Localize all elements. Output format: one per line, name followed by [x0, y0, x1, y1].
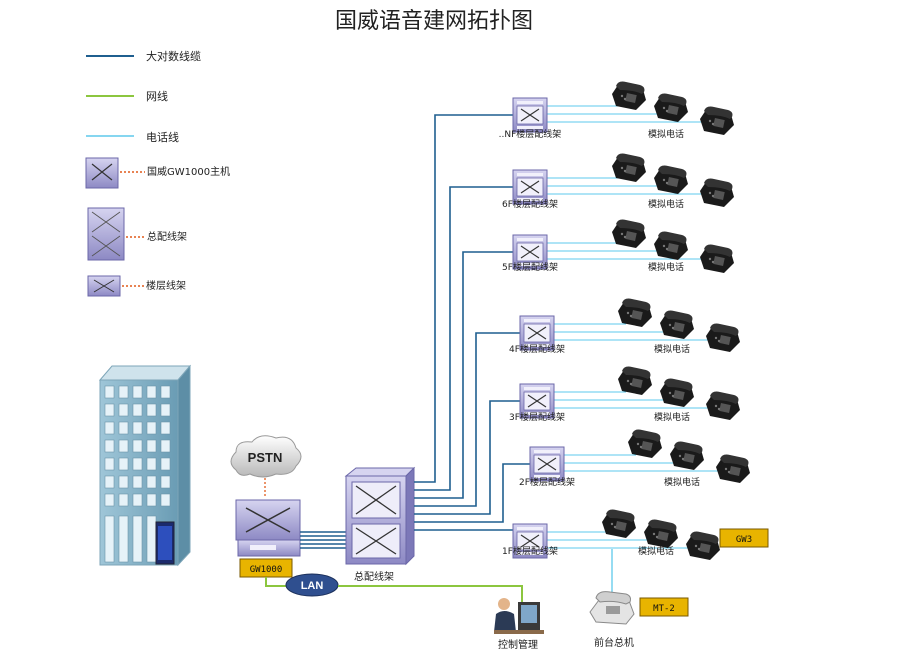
analog-phone-icon[interactable] — [700, 178, 734, 208]
floor-row: ..NF楼层配线架 模拟电话 — [499, 81, 734, 140]
floor-frame-label: 5F楼层配线架 — [502, 261, 558, 273]
phone-label: 模拟电话 — [638, 545, 674, 557]
analog-phone-icon[interactable] — [612, 219, 646, 249]
legend-floor-frame-label: 楼层线架 — [146, 279, 186, 292]
analog-phone-icon[interactable] — [612, 81, 646, 111]
main-distribution-frame[interactable] — [344, 466, 416, 566]
mt2-tag-label: MT-2 — [653, 604, 675, 614]
floor-row: 4F楼层配线架 模拟电话 — [509, 298, 740, 355]
analog-phone-icon[interactable] — [706, 323, 740, 353]
floor-frame-icon[interactable] — [529, 446, 565, 482]
mt2-tag: MT-2 — [639, 597, 689, 617]
floor-row: 3F楼层配线架 模拟电话 — [509, 366, 740, 423]
trunk-cable — [414, 186, 513, 491]
pstn-cloud: PSTN — [230, 435, 302, 478]
floor-frame-label: 1F楼层配线架 — [502, 545, 558, 557]
analog-phone-icon[interactable] — [706, 391, 740, 421]
trunk-cable — [414, 251, 513, 499]
legend: 大对数线缆 网线 电话线 国威GW1000主机 总配线架 楼层线架 — [85, 49, 230, 297]
phone-label: 模拟电话 — [664, 476, 700, 488]
analog-phone-icon[interactable] — [716, 454, 750, 484]
legend-phone-label: 电话线 — [146, 130, 179, 144]
analog-phone-icon[interactable] — [686, 531, 720, 561]
floor-frame-label: ..NF楼层配线架 — [499, 128, 562, 140]
phone-label: 模拟电话 — [648, 261, 684, 273]
analog-phone-icon[interactable] — [660, 310, 694, 340]
legend-trunk-label: 大对数线缆 — [146, 49, 201, 63]
legend-host-icon — [85, 157, 119, 189]
trunk-cable — [414, 463, 530, 523]
admin-label: 控制管理 — [498, 638, 538, 651]
floor-frame-label: 2F楼层配线架 — [519, 476, 575, 488]
analog-phone-icon[interactable] — [618, 366, 652, 396]
floor-row: 5F楼层配线架 模拟电话 — [502, 219, 734, 274]
phone-label: 模拟电话 — [654, 343, 690, 355]
trunk-cables — [414, 114, 530, 542]
analog-phone-icon[interactable] — [628, 429, 662, 459]
gw3-tag-label: GW3 — [736, 535, 752, 545]
phone-label: 模拟电话 — [654, 411, 690, 423]
floor-rows: ..NF楼层配线架模拟电话6F楼层配线架模拟电话5F楼层配线架模拟电话4F楼层配… — [499, 81, 750, 561]
floor-frame-label: 3F楼层配线架 — [509, 411, 565, 423]
floor-frame-label: 6F楼层配线架 — [502, 198, 558, 210]
analog-phone-icon[interactable] — [700, 244, 734, 274]
gw1000-tag-label: GW1000 — [250, 565, 283, 575]
trunk-cable — [414, 529, 517, 542]
analog-phone-icon[interactable] — [654, 165, 688, 195]
analog-phone-icon[interactable] — [618, 298, 652, 328]
phone-label: 模拟电话 — [648, 128, 684, 140]
analog-phone-icon[interactable] — [670, 441, 704, 471]
trunk-cable — [414, 114, 513, 483]
analog-phone-icon[interactable] — [654, 93, 688, 123]
floor-frame-icon[interactable] — [512, 97, 548, 133]
floor-frame-icon[interactable] — [512, 169, 548, 205]
host-to-frame-cables — [300, 531, 346, 549]
analog-phone-icon[interactable] — [602, 509, 636, 539]
trunk-cable — [414, 332, 520, 507]
lan-label: LAN — [301, 580, 324, 592]
floor-frame-label: 4F楼层配线架 — [509, 343, 565, 355]
gw1000-tag: GW1000 — [239, 558, 293, 578]
admin-workstation-icon[interactable] — [494, 598, 544, 634]
console-label: 前台总机 — [594, 636, 634, 649]
floor-row: 6F楼层配线架 模拟电话 — [502, 153, 734, 210]
trunk-cable — [414, 400, 520, 515]
gw1000-host[interactable] — [235, 499, 301, 557]
pstn-label: PSTN — [248, 450, 283, 465]
floor-row: 1F楼层配线架 模拟电话 — [502, 509, 720, 561]
lan-link-admin — [338, 585, 523, 602]
gw3-tag: GW3 — [719, 528, 769, 548]
lan-cloud: LAN — [285, 573, 339, 597]
analog-phone-icon[interactable] — [660, 378, 694, 408]
legend-network-label: 网线 — [146, 89, 168, 103]
legend-main-frame-label: 总配线架 — [147, 230, 187, 243]
floor-row: 2F楼层配线架 模拟电话 — [519, 429, 750, 488]
main-frame-label: 总配线架 — [354, 570, 394, 583]
console-phone-icon[interactable] — [589, 591, 635, 625]
legend-host-label: 国威GW1000主机 — [147, 165, 230, 178]
phone-label: 模拟电话 — [648, 198, 684, 210]
analog-phone-icon[interactable] — [612, 153, 646, 183]
legend-main-frame-icon — [87, 207, 125, 261]
building-icon — [98, 364, 192, 567]
diagram-title: 国威语音建网拓扑图 — [335, 9, 533, 34]
legend-floor-frame-icon — [87, 275, 121, 297]
analog-phone-icon[interactable] — [654, 231, 688, 261]
analog-phone-icon[interactable] — [700, 106, 734, 136]
analog-phone-icon[interactable] — [644, 519, 678, 549]
lan-link-host — [265, 577, 288, 587]
